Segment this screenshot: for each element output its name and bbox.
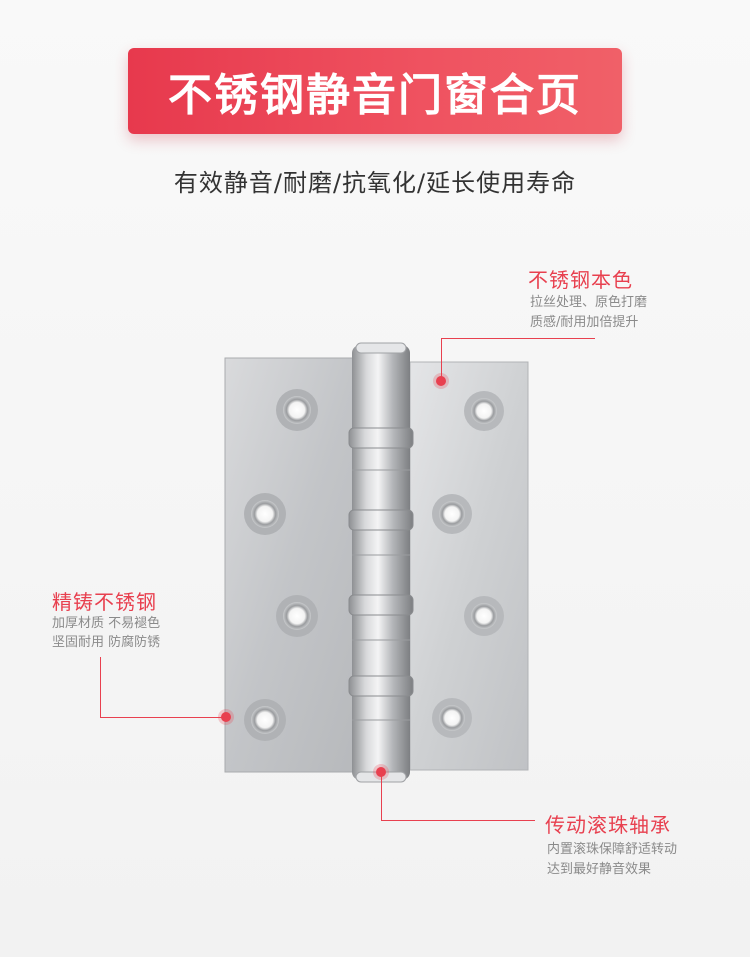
callout-bearing-vline (381, 772, 382, 820)
callout-bearing-title: 传动滚珠轴承 (545, 813, 671, 837)
callout-cast-title: 精铸不锈钢 (52, 590, 157, 614)
callout-cast-vline (100, 657, 101, 717)
callout-finish-line-1: 拉丝处理、原色打磨 (530, 295, 648, 310)
callout-finish-dot (436, 376, 446, 386)
hinge-barrel (348, 342, 414, 783)
callout-finish-hline (441, 338, 595, 339)
callout-finish-title: 不锈钢本色 (528, 268, 633, 292)
callout-cast-hline (100, 717, 224, 718)
callout-bearing-line-2: 达到最好静音效果 (547, 862, 652, 877)
page-title: 不锈钢静音门窗合页 (168, 70, 582, 121)
page-subtitle: 有效静音/耐磨/抗氧化/延长使用寿命 (173, 169, 577, 197)
callout-cast-line-1: 加厚材质 不易褪色 (52, 616, 161, 631)
title-banner: 不锈钢静音门窗合页 (128, 48, 622, 134)
screw-holes-left (244, 389, 318, 741)
callout-cast-dot (221, 712, 231, 722)
callout-bearing-hline (381, 820, 535, 821)
screw-holes-right (432, 391, 504, 738)
hinge-right-leaf (409, 361, 529, 771)
callout-cast-line-2: 坚固耐用 防腐防锈 (52, 635, 161, 650)
callout-finish-vline (441, 338, 442, 378)
callout-bearing-line-1: 内置滚珠保障舒适转动 (547, 842, 678, 857)
callout-finish-line-2: 质感/耐用加倍提升 (530, 315, 639, 330)
